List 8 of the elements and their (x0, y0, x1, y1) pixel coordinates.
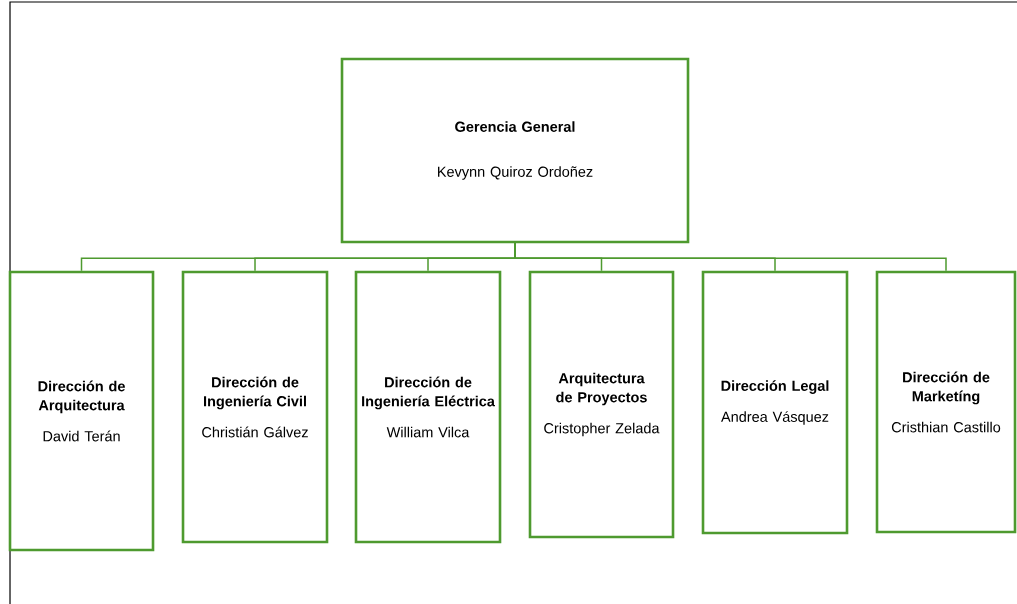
org-box: Dirección Legal Andrea Vásquez (701, 270, 849, 535)
org-box: Gerencia General Kevynn Quiroz Ordoñez (340, 57, 690, 244)
connector-line (514, 242, 947, 272)
org-box: Dirección de Ingeniería Civil Christián Gálvez (181, 270, 329, 544)
org-box: Arquitectura de Proyectos Cristopher Zelada (528, 270, 675, 539)
org-box: Dirección de Marketíng Cristhian Castillo (875, 270, 1017, 534)
org-box: Dirección de Ingeniería Eléctrica William Vilca (354, 270, 502, 544)
org-box: Dirección de Arquitectura David Terán (8, 270, 155, 552)
